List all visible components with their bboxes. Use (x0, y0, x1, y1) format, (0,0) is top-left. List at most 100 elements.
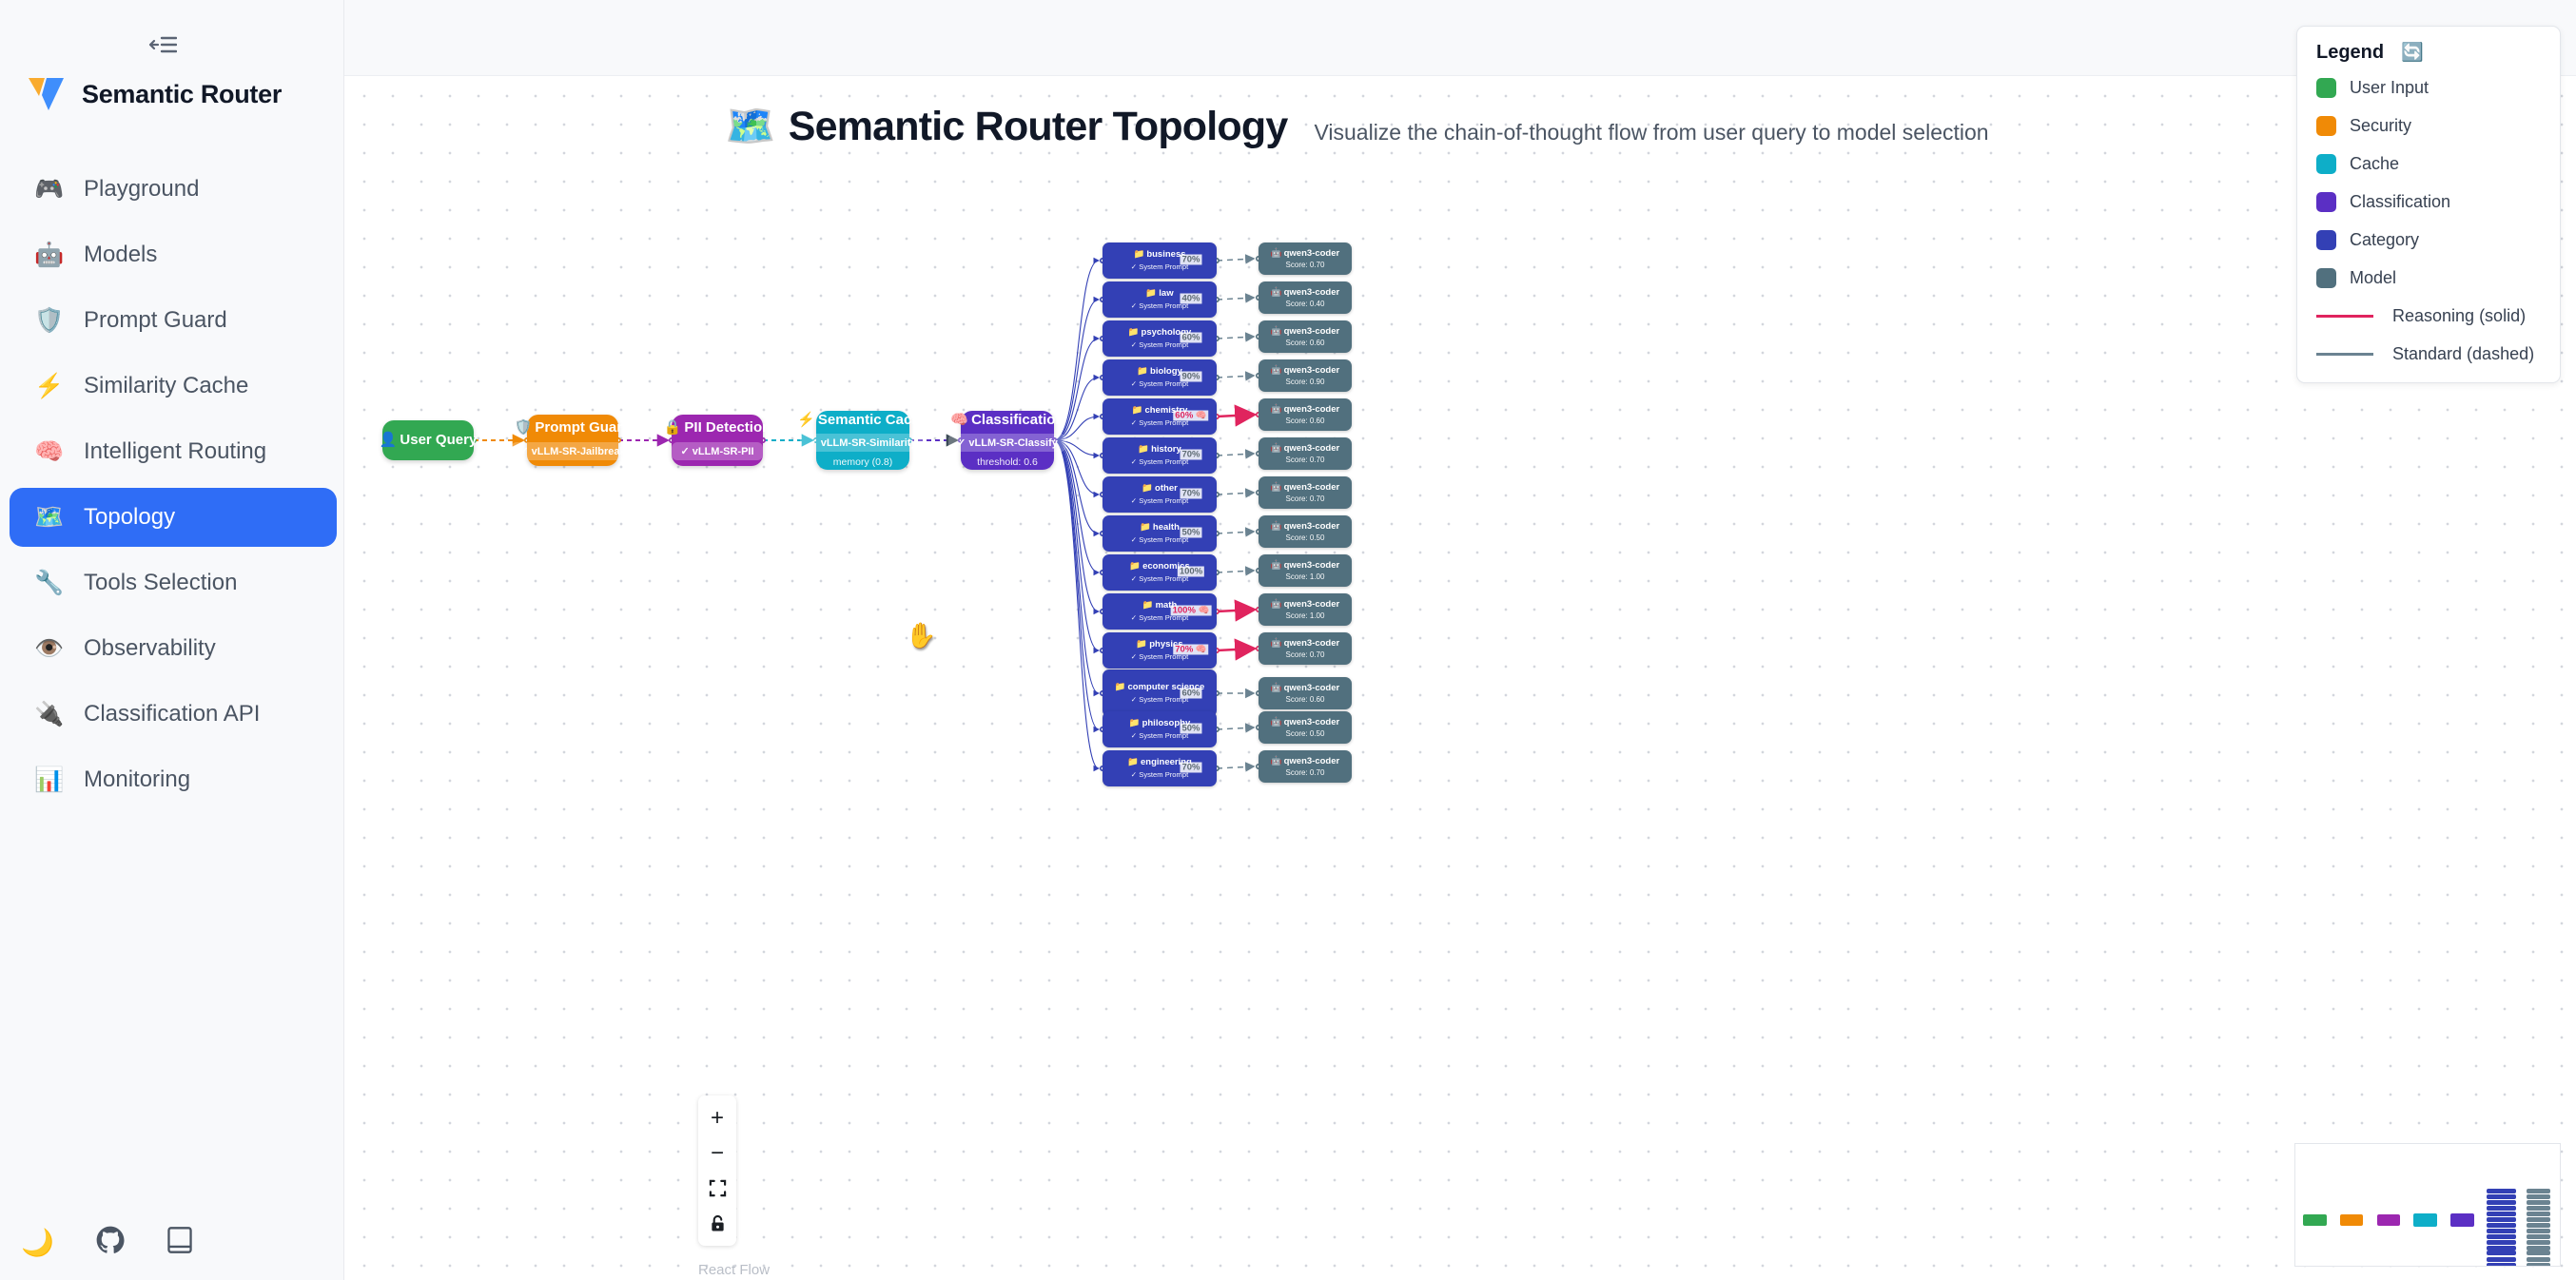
dark-mode-toggle-icon[interactable]: 🌙 (21, 1227, 54, 1257)
model-name: qwen3-coder (1283, 521, 1340, 532)
node-user[interactable]: 👤User Query (380, 420, 477, 460)
collapse-sidebar-icon[interactable] (141, 29, 185, 61)
category-title: 📁psychology (1124, 327, 1196, 339)
folder-icon: 📁 (1114, 681, 1126, 692)
zoom-out-button[interactable]: − (710, 1139, 724, 1166)
node-category-other[interactable]: 📁other✓ System Prompt (1103, 476, 1217, 513)
model-title: 🤖qwen3-coder (1271, 443, 1339, 454)
folder-icon: 📁 (1127, 756, 1139, 767)
model-name: qwen3-coder (1283, 638, 1340, 649)
minimap-node (2303, 1214, 2327, 1226)
flow-edge (1053, 439, 1100, 537)
gamepad-icon: 🎮 (34, 175, 65, 203)
node-badge: ✓ vLLM-SR-Classify (948, 434, 1066, 453)
robot-icon: 🤖 (1270, 521, 1282, 532)
model-title: 🤖qwen3-coder (1271, 683, 1339, 693)
node-guard[interactable]: 🛡️Prompt Guard✓ vLLM-SR-Jailbreak (511, 415, 634, 466)
flow-edge (1053, 439, 1100, 576)
node-pii[interactable]: 🔒PII Detection✓ vLLM-SR-PII (664, 415, 771, 466)
category-system-prompt: ✓ System Prompt (1130, 301, 1189, 311)
minimap-node (2339, 1213, 2364, 1227)
model-name: qwen3-coder (1283, 404, 1340, 415)
node-meta: threshold: 0.6 (977, 456, 1038, 469)
lightning-icon: ⚡ (34, 372, 65, 399)
sidebar-item-intelligent-routing[interactable]: 🧠 Intelligent Routing (10, 422, 337, 481)
sidebar-item-label: Intelligent Routing (84, 438, 267, 464)
category-name: computer science (1127, 681, 1205, 692)
category-name: engineering (1141, 756, 1192, 767)
sidebar-item-observability[interactable]: 👁️ Observability (10, 619, 337, 678)
folder-icon: 📁 (1129, 560, 1142, 572)
node-category-health[interactable]: 📁health✓ System Prompt (1103, 515, 1217, 552)
sidebar-item-similarity-cache[interactable]: ⚡ Similarity Cache (10, 357, 337, 416)
robot-icon: 🤖 (1270, 717, 1282, 727)
node-badge: ✓ vLLM-SR-Similarity (800, 434, 926, 453)
refresh-icon[interactable]: 🔄 (2401, 43, 2424, 63)
minimap-node (2487, 1233, 2516, 1239)
model-title: 🤖qwen3-coder (1271, 717, 1339, 727)
topology-canvas[interactable]: 👤User Query 🛡️Prompt Guard✓ vLLM-SR-Jailb… (344, 76, 2576, 1280)
sidebar-item-monitoring[interactable]: 📊 Monitoring (10, 750, 337, 809)
category-name: other (1155, 482, 1178, 494)
sidebar-item-models[interactable]: 🤖 Models (10, 225, 337, 284)
sidebar-item-playground[interactable]: 🎮 Playground (10, 160, 337, 219)
sidebar-item-tools-selection[interactable]: 🔧 Tools Selection (10, 553, 337, 612)
sidebar-item-classification-api[interactable]: 🔌 Classification API (10, 685, 337, 744)
github-icon[interactable] (96, 1226, 125, 1259)
node-title-text: Semantic Cache (817, 411, 928, 428)
minimap-node (2527, 1212, 2551, 1217)
node-badge: ✓ vLLM-SR-PII (672, 441, 763, 460)
fit-view-button[interactable] (698, 1171, 736, 1206)
minimap-node (2487, 1206, 2516, 1212)
category-system-prompt: ✓ System Prompt (1130, 574, 1189, 584)
minimap-node (2527, 1256, 2551, 1262)
lock-button[interactable] (698, 1206, 736, 1241)
category-title: 📁engineering (1123, 756, 1196, 768)
docs-book-icon[interactable] (166, 1226, 193, 1259)
model-title: 🤖qwen3-coder (1271, 287, 1339, 298)
flow-edge (1053, 439, 1100, 459)
model-title: 🤖qwen3-coder (1271, 326, 1339, 337)
model-title: 🤖qwen3-coder (1271, 365, 1339, 376)
category-title: 📁health (1136, 522, 1183, 533)
sidebar-item-prompt-guard[interactable]: 🛡️ Prompt Guard (10, 291, 337, 350)
model-title: 🤖qwen3-coder (1271, 599, 1339, 610)
category-system-prompt: ✓ System Prompt (1130, 695, 1189, 705)
zoom-in-button[interactable]: + (710, 1104, 724, 1131)
node-category-law[interactable]: 📁law✓ System Prompt (1103, 281, 1217, 318)
flow-edge (1216, 599, 1258, 622)
node-category-physics[interactable]: 📁physics✓ System Prompt (1103, 632, 1217, 669)
map-icon: 🗺️ (34, 503, 65, 531)
flow-edge (1053, 335, 1100, 441)
robot-icon: 🤖 (1270, 560, 1282, 571)
react-flow-attribution[interactable]: React Flow (698, 1262, 771, 1278)
minimap-node (2376, 1213, 2401, 1227)
flow-edge (1216, 762, 1256, 772)
category-title: 📁philosophy (1125, 718, 1195, 729)
model-score: Score: 0.60 (1285, 417, 1325, 425)
category-system-prompt: ✓ System Prompt (1130, 262, 1189, 272)
flow-edge (1216, 638, 1258, 661)
legend-item-label: Standard (dashed) (2392, 343, 2535, 363)
sidebar-item-topology[interactable]: 🗺️ Topology (10, 488, 337, 547)
wrench-icon: 🔧 (34, 569, 65, 596)
flow-edge (1216, 527, 1256, 537)
folder-icon: 📁 (1137, 365, 1149, 377)
minimap[interactable] (2294, 1143, 2561, 1267)
